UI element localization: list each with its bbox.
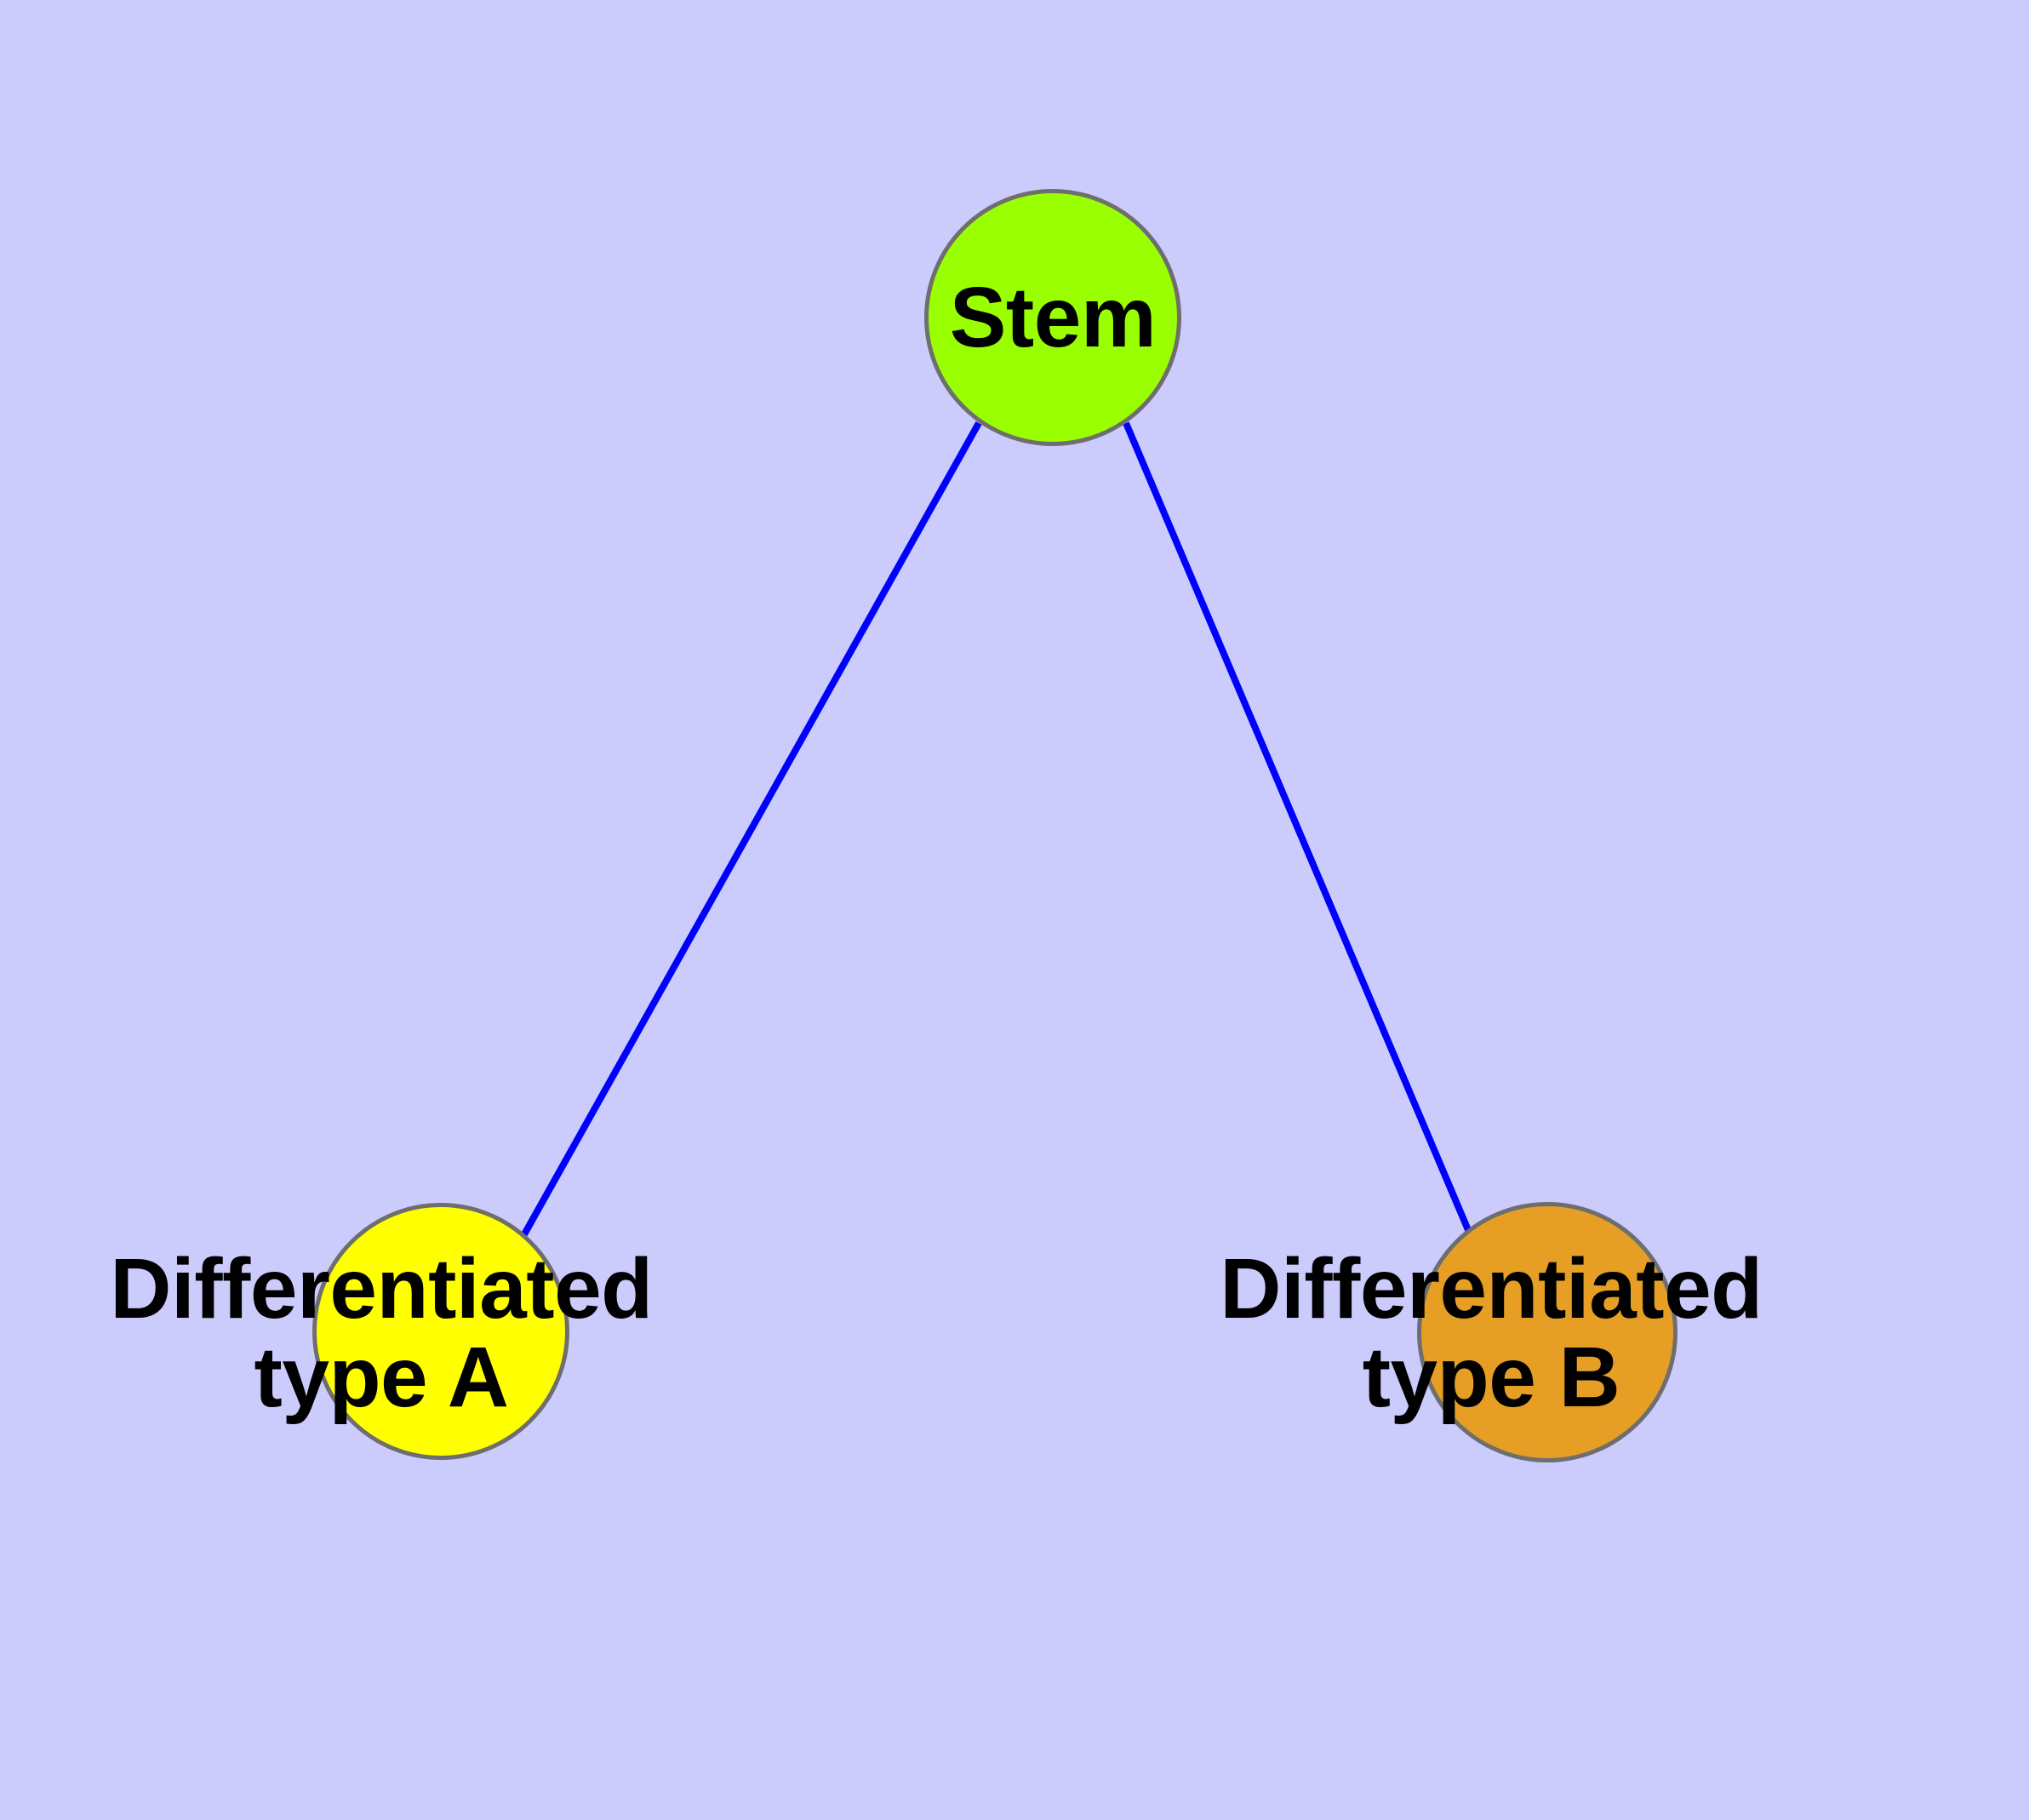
edge-stem-to-differentiated-type-b [1123,421,1474,1238]
node-differentiated-type-b[interactable] [1417,1202,1677,1462]
node-differentiated-type-a[interactable] [312,1203,569,1460]
edge-stem-to-differentiated-type-a [521,421,982,1236]
node-stem[interactable] [924,189,1181,446]
